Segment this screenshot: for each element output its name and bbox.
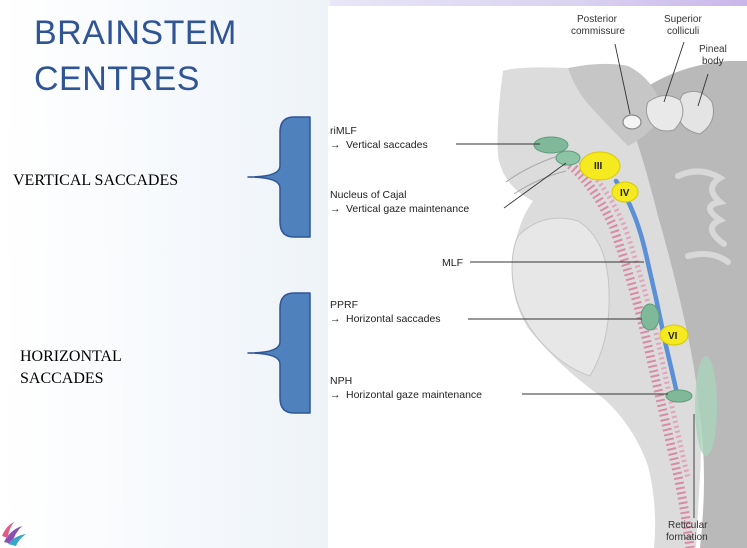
rimlf-label: riMLF (330, 125, 357, 137)
reticular-formation-band-inner (570, 153, 691, 479)
nph-arrow-icon: → (330, 389, 341, 401)
cerebellar-folia (675, 168, 731, 265)
mlf-label: MLF (442, 257, 463, 269)
pineal-body-label-1: Pineal (699, 44, 727, 55)
vertical-brace (247, 116, 311, 238)
superior-colliculi-leader (663, 41, 685, 103)
reticular-formation-label-1: Reticular (668, 520, 708, 531)
reticular-formation-label-2: formation (666, 532, 708, 543)
posterior-commissure-shape (622, 114, 642, 130)
posterior-commissure-label-1: Posterior (577, 14, 618, 25)
nucleus-label-iii: III (594, 161, 603, 172)
nph-nucleus (665, 389, 693, 403)
cajal-function-label: Vertical gaze maintenance (346, 203, 469, 215)
title-line-2: CENTRES (34, 60, 200, 98)
superior-colliculi-label-1: Superior (664, 14, 702, 25)
nph-label: NPH (330, 375, 352, 387)
slide-title: BRAINSTEM CENTRES (34, 10, 237, 102)
pons-region (511, 217, 610, 377)
pineal-body-leader (697, 73, 709, 107)
nph-function-label: Horizontal gaze maintenance (346, 389, 482, 401)
title-line-1: BRAINSTEM (34, 14, 237, 52)
trochlear-nucleus (611, 181, 639, 203)
institution-logo (2, 522, 26, 546)
posterior-commissure-leader (614, 43, 631, 115)
pprf-function-label: Horizontal saccades (346, 313, 441, 325)
superior-colliculi-shape (645, 95, 684, 132)
decorative-top-strip (330, 0, 747, 6)
oculomotor-nucleus (579, 151, 621, 181)
leader-lines (456, 41, 709, 518)
slide-background (0, 0, 330, 548)
horizontal-label-line-1: HORIZONTAL (20, 348, 122, 365)
cajal-arrow-icon: → (330, 203, 341, 215)
rimlf-nucleus (533, 136, 569, 154)
cajal-nucleus (555, 150, 581, 166)
reticular-formation-band (555, 152, 695, 548)
horizontal-label-line-2: SACCADES (20, 370, 104, 387)
vestibular-column-shape (695, 356, 717, 456)
abducens-nucleus (659, 324, 689, 346)
tissue-outline (505, 155, 567, 195)
pprf-nucleus (640, 303, 660, 331)
cajal-label: Nucleus of Cajal (330, 189, 406, 201)
brainstem-diagram: III IV VI riMLF → Vertical saccades Nucl… (328, 6, 747, 548)
cajal-leader (503, 162, 567, 209)
pprf-label: PPRF (330, 299, 358, 311)
pineal-body-label-2: body (702, 56, 724, 67)
mlf-tract (613, 178, 681, 401)
nucleus-label-iv: IV (620, 188, 630, 199)
vertical-saccades-label: VERTICAL SACCADES (13, 172, 179, 189)
superior-colliculi-label-2: colliculi (667, 26, 699, 37)
horizontal-saccades-label: HORIZONTAL SACCADES (20, 346, 122, 390)
rimlf-function-label: Vertical saccades (346, 139, 428, 151)
rimlf-arrow-icon: → (330, 139, 341, 151)
pprf-arrow-icon: → (330, 313, 341, 325)
posterior-commissure-label-2: commissure (571, 26, 625, 37)
nucleus-label-vi: VI (668, 331, 678, 342)
horizontal-brace (247, 292, 311, 414)
